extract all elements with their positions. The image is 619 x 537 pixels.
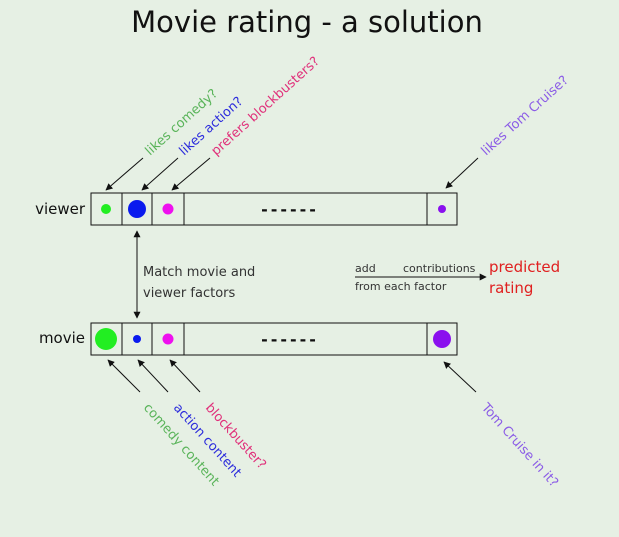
predicted-line1: predicted <box>489 258 560 276</box>
arrow-action-content <box>137 359 169 393</box>
annotation-likes-tomcruise: likes Tom Cruise? <box>479 73 572 159</box>
add-note-from: from each factor <box>355 280 447 293</box>
viewer-label: viewer <box>35 200 86 218</box>
movie-factor-vector: ------ <box>90 322 458 356</box>
movie-ellipsis: ------ <box>261 330 319 349</box>
arrow-likes-tomcruise <box>445 157 479 189</box>
movie-label: movie <box>39 329 85 347</box>
add-note-add: add <box>355 262 376 275</box>
match-note-line2: viewer factors <box>143 286 235 301</box>
predicted-line2: rating <box>489 279 533 297</box>
arrow-prefers-blockbusters <box>171 157 211 191</box>
arrow-likes-action <box>141 157 179 191</box>
arrow-comedy-content <box>107 359 141 393</box>
movie-comedy-dot <box>95 328 117 350</box>
viewer-action-dot <box>128 200 146 218</box>
movie-action-dot <box>133 335 141 343</box>
arrow-tomcruise-in-it <box>443 361 477 393</box>
arrow-likes-comedy <box>105 157 144 191</box>
movie-tomcruise-dot <box>433 330 451 348</box>
movie-blockbuster-dot <box>162 333 174 345</box>
diagram-title: Movie rating - a solution <box>131 5 483 39</box>
match-note-line1: Match movie and <box>143 265 255 280</box>
arrow-blockbuster <box>169 359 201 393</box>
viewer-ellipsis: ------ <box>261 200 319 219</box>
add-note-contributions: contributions <box>403 262 476 275</box>
viewer-comedy-dot <box>101 204 111 214</box>
viewer-tomcruise-dot <box>438 205 446 213</box>
viewer-factor-vector: ------ <box>90 192 458 226</box>
annotation-tomcruise-in-it: Tom Cruise in it? <box>477 400 561 490</box>
viewer-blockbuster-dot <box>162 203 174 215</box>
